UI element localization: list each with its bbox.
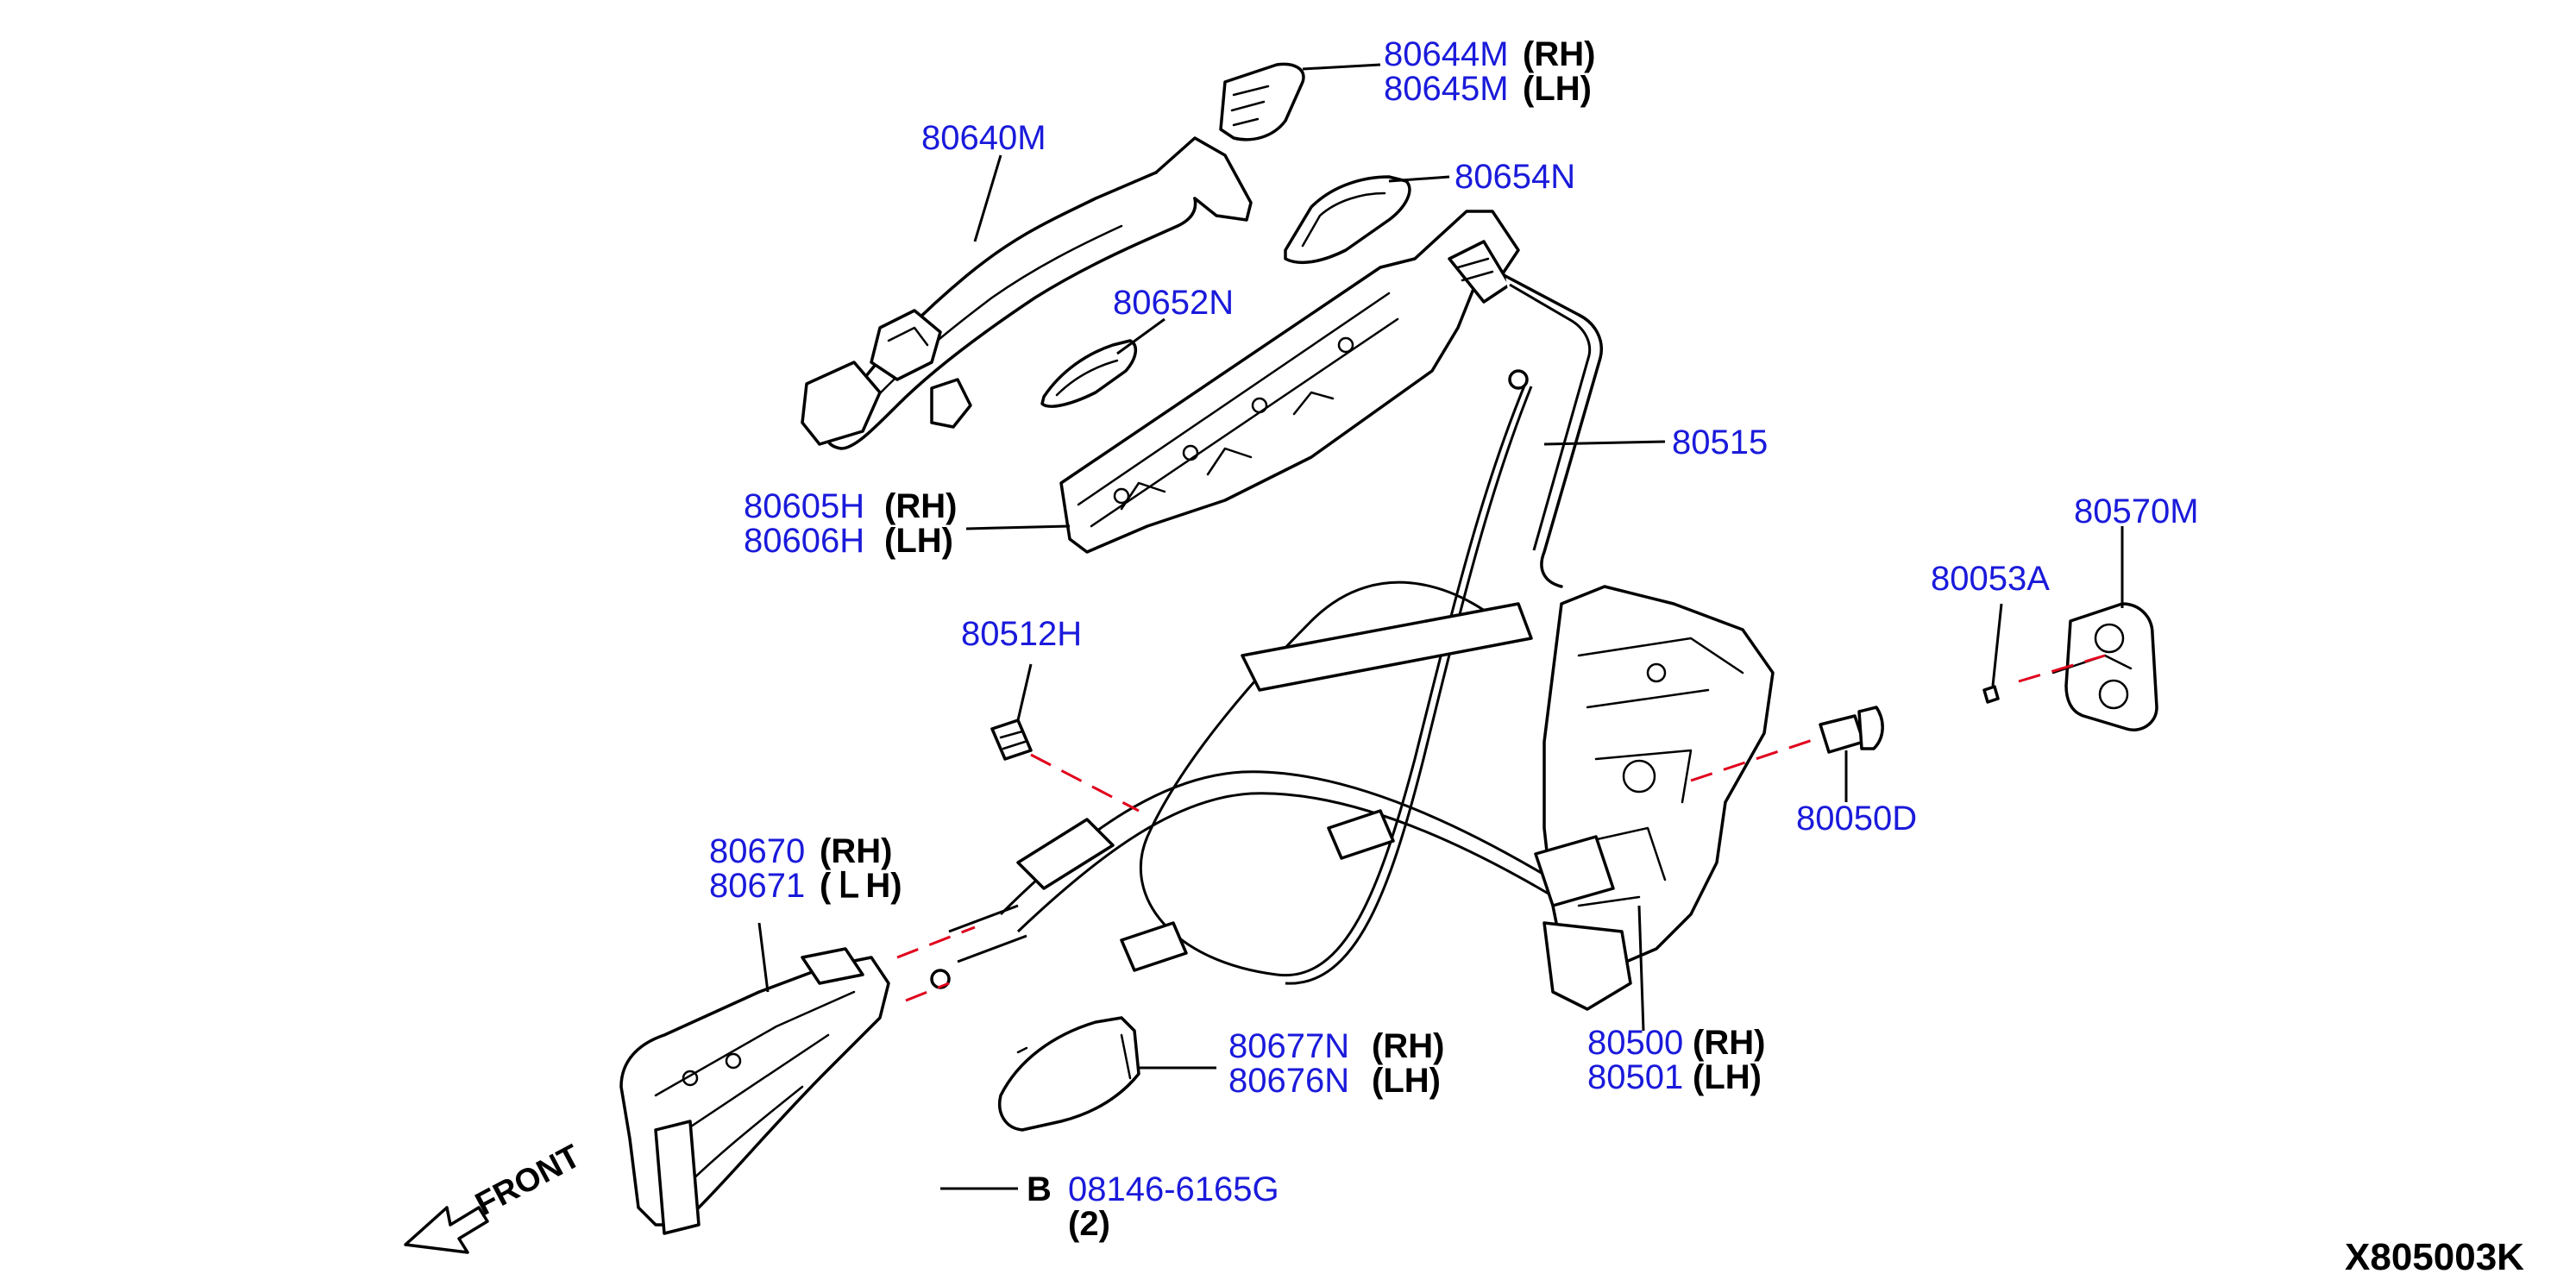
part-80515: 80515 xyxy=(1672,424,1768,461)
part-80606h: 80606H xyxy=(744,522,864,560)
lock-cables-drawing xyxy=(930,369,1562,989)
callout-labels: 80644M (RH) 80645M (LH) 80640M 80654N 80… xyxy=(709,35,2199,1243)
inside-escutcheon-drawing xyxy=(998,1016,1140,1132)
part-80050d: 80050D xyxy=(1796,800,1917,838)
part-80654n: 80654N xyxy=(1454,158,1575,196)
part-80670: 80670 xyxy=(709,832,805,870)
bolt-part-number: 08146-6165G xyxy=(1068,1170,1279,1208)
part-80644m-side: (RH) xyxy=(1523,35,1595,73)
part-80671: 80671 xyxy=(709,867,805,905)
gasket-front-drawing xyxy=(1284,175,1411,265)
part-80645m-side: (LH) xyxy=(1523,70,1592,108)
handle-frame-drawing xyxy=(1059,210,1520,554)
part-80640m: 80640M xyxy=(921,119,1046,157)
front-label: FRONT xyxy=(470,1138,587,1223)
inside-handle-drawing xyxy=(619,947,890,1235)
front-direction-indicator: FRONT xyxy=(404,1138,587,1254)
outside-handle-drawing xyxy=(801,136,1253,450)
part-80501-side: (LH) xyxy=(1693,1058,1762,1096)
part-80512h: 80512H xyxy=(961,615,1082,653)
part-80677n-side: (RH) xyxy=(1372,1027,1444,1065)
part-80500: 80500 xyxy=(1587,1024,1683,1062)
leader-lines xyxy=(757,63,2124,1190)
escutcheon-drawing xyxy=(1219,62,1305,141)
bolt-quantity: (2) xyxy=(1068,1205,1110,1243)
door-lock-actuator-drawing xyxy=(1534,585,1775,1011)
part-80645m: 80645M xyxy=(1384,70,1509,108)
part-80500-side: (RH) xyxy=(1693,1024,1765,1062)
clip-drawing xyxy=(990,718,1033,761)
part-80605h: 80605H xyxy=(744,487,864,525)
guide-dashes xyxy=(896,654,2106,1002)
part-80671-side: (ＬH) xyxy=(820,867,902,905)
rod-drawing xyxy=(1504,274,1603,588)
part-80053a: 80053A xyxy=(1931,560,2050,598)
part-80670-side: (RH) xyxy=(820,832,892,870)
part-80644m: 80644M xyxy=(1384,35,1509,73)
part-80676n: 80676N xyxy=(1228,1062,1349,1100)
part-80570m: 80570M xyxy=(2074,493,2199,530)
part-80676n-side: (LH) xyxy=(1372,1062,1441,1100)
nut-drawing xyxy=(1982,685,2000,704)
part-80652n: 80652N xyxy=(1113,284,1234,322)
screw-drawing xyxy=(1819,706,1884,754)
part-80501: 80501 xyxy=(1587,1058,1683,1096)
bolt-letter: B xyxy=(1027,1170,1052,1208)
gasket-rear-drawing xyxy=(1040,339,1137,408)
diagram-code: X805003K xyxy=(2345,1236,2524,1278)
part-80605h-side: (RH) xyxy=(884,487,957,525)
front-arrow-icon xyxy=(404,1206,489,1254)
part-80606h-side: (LH) xyxy=(884,522,953,560)
part-80677n: 80677N xyxy=(1228,1027,1349,1065)
